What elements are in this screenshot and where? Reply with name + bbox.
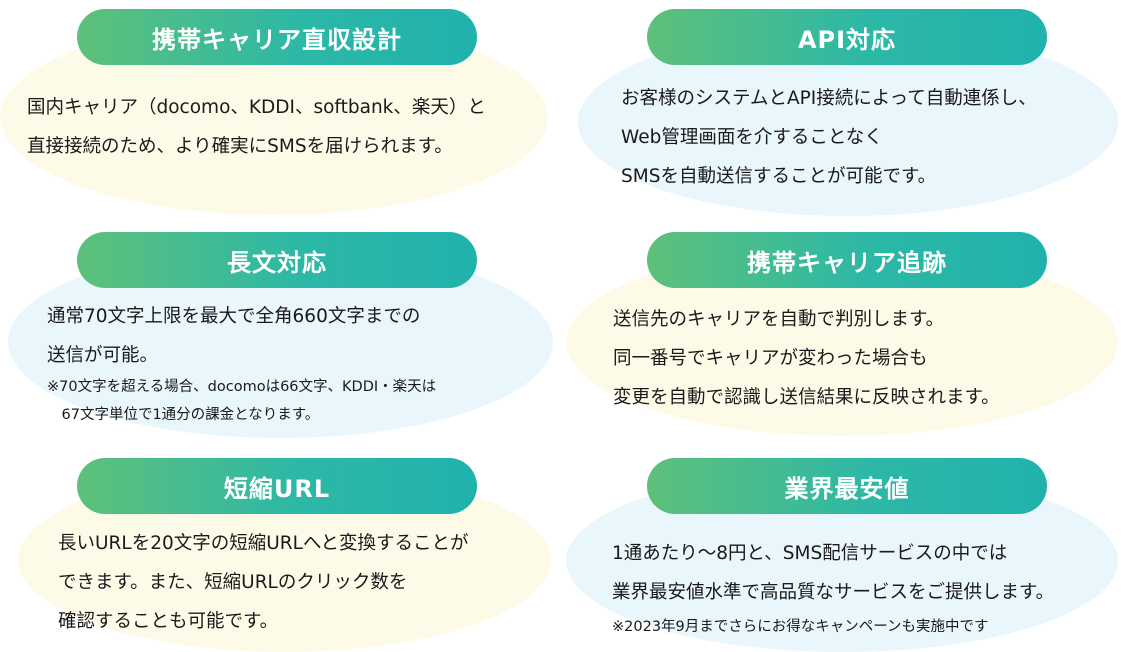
description-line: 国内キャリア（docomo、KDDI、softbank、楽天）と (27, 97, 486, 118)
note-line: 67文字単位で1通分の課金となります。 (47, 407, 320, 423)
description-line: 業界最安値水準で高品質なサービスをご提供します。 (612, 582, 1055, 603)
note-line: ※2023年9月までさらにお得なキャンペーンも実施中です (612, 619, 989, 635)
description-line: 通常70文字上限を最大で全角660文字までの (47, 306, 421, 327)
feature-title-short-url: 短縮URL (77, 458, 477, 514)
feature-title-lowest-price: 業界最安値 (647, 458, 1047, 514)
feature-description: 国内キャリア（docomo、KDDI、softbank、楽天）と 直接接続のため… (27, 88, 486, 166)
description-line: 1通あたり～8円と、SMS配信サービスの中では (612, 543, 1008, 564)
description-line: 長いURLを20文字の短縮URLへと変換することが (58, 533, 469, 554)
feature-description: 送信先のキャリアを自動で判別します。 同一番号でキャリアが変わった場合も 変更を… (613, 300, 1000, 417)
description-line: お客様のシステムとAPI接続によって自動連係し、 (621, 88, 1037, 109)
description-line: 確認することも可能です。 (58, 611, 279, 632)
note-line: ※70文字を超える場合、docomoは66文字、KDDI・楽天は (47, 379, 437, 395)
description-line: 送信が可能。 (47, 345, 159, 366)
feature-note: ※2023年9月までさらにお得なキャンペーンも実施中です (612, 613, 989, 641)
feature-title-api: API対応 (647, 9, 1047, 65)
feature-title-carrier-direct: 携帯キャリア直収設計 (77, 9, 477, 65)
feature-title-carrier-tracking: 携帯キャリア追跡 (647, 232, 1047, 288)
feature-description: お客様のシステムとAPI接続によって自動連係し、 Web管理画面を介することなく… (621, 79, 1037, 196)
feature-description: 長いURLを20文字の短縮URLへと変換することが できます。また、短縮URLの… (58, 524, 469, 641)
feature-title-long-text: 長文対応 (77, 232, 477, 288)
description-line: 送信先のキャリアを自動で判別します。 (613, 309, 945, 330)
description-line: できます。また、短縮URLのクリック数を (58, 572, 408, 593)
description-line: SMSを自動送信することが可能です。 (621, 166, 937, 187)
description-line: 直接接続のため、より確実にSMSを届けられます。 (27, 136, 453, 157)
description-line: 同一番号でキャリアが変わった場合も (613, 348, 928, 369)
feature-description: 通常70文字上限を最大で全角660文字までの 送信が可能。 (47, 297, 420, 375)
description-line: 変更を自動で認識し送信結果に反映されます。 (613, 387, 1000, 408)
feature-note: ※70文字を超える場合、docomoは66文字、KDDI・楽天は 67文字単位で… (47, 373, 436, 429)
feature-description: 1通あたり～8円と、SMS配信サービスの中では 業界最安値水準で高品質なサービス… (612, 534, 1054, 612)
description-line: Web管理画面を介することなく (621, 127, 883, 148)
